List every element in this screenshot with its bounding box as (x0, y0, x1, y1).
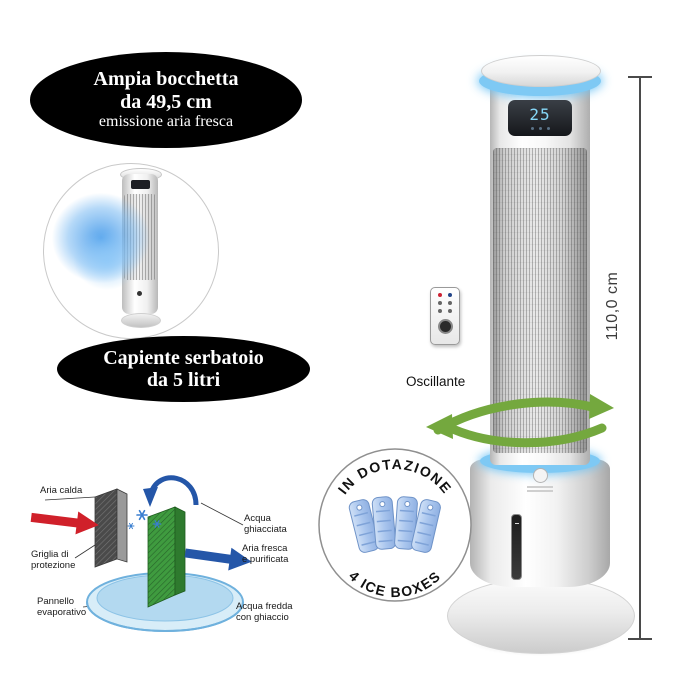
oscillation-arrow-right (433, 397, 601, 435)
snowflake-icon (127, 522, 135, 530)
ice-boxes-badge: IN DOTAZIONE 4 ICE BOXES (318, 448, 472, 602)
label-aria-fresca: Aria fresca e purificata (242, 543, 288, 566)
oscillation-arrows (426, 394, 614, 448)
snowflake-icon (136, 509, 148, 521)
label-aria-calda-text: Aria calda (40, 485, 83, 496)
ice-pack-icon (411, 499, 441, 553)
oscillation-arrowhead-right (589, 394, 614, 419)
mini-fan-display (131, 180, 150, 189)
hot-air-arrow (30, 511, 99, 535)
evaporative-panel-side (174, 506, 186, 596)
remote-buttons-row (438, 301, 452, 305)
protection-grille-side (116, 488, 128, 563)
tank-label-lines (527, 486, 553, 494)
basin-front-rim (86, 601, 244, 632)
label-aria-fresca-line1: Aria fresca (242, 543, 288, 554)
snowflake-icon (152, 520, 162, 528)
mini-fan-base (121, 313, 161, 328)
label-pannello-line1: Pannello (37, 596, 74, 607)
badge-nozzle-line1: Ampia bocchetta (93, 68, 239, 91)
ice-packs (348, 496, 441, 553)
label-acqua-ghiacciata-line1: Acqua (244, 513, 271, 524)
iced-water-arch-arrow (148, 475, 199, 506)
display-indicator-dots (530, 126, 550, 130)
label-acqua-fredda: Acqua fredda con ghiaccio (236, 601, 293, 624)
remote-buttons-row (438, 293, 452, 297)
oscillation-label: Oscillante (406, 374, 466, 389)
mini-fan-knob (137, 291, 142, 296)
label-pannello: Pannello evaporativo (37, 596, 86, 619)
badge-tank-line2: da 5 litri (146, 369, 221, 391)
label-pannello-line2: evaporativo (37, 607, 87, 619)
connector-aria-calda (44, 496, 96, 501)
badge-circle (318, 448, 472, 602)
badge-tank-line1: Capiente serbatoio (103, 346, 264, 369)
mini-fan-grille (124, 194, 156, 280)
water-level-window (511, 514, 522, 580)
fan-display: 25 (508, 100, 572, 136)
evaporative-diagram: Aria calda Griglia di protezione Pannell… (25, 455, 335, 670)
display-temperature: 25 (529, 104, 551, 124)
feature-badge-nozzle: Ampia bocchetta da 49,5 cm emissione ari… (30, 52, 302, 148)
ice-pack-icon (371, 496, 397, 550)
label-acqua-ghiacciata-line2: ghiacciata (244, 524, 287, 536)
remote-buttons-row (438, 309, 452, 313)
label-acqua-fredda-line2: con ghiaccio (236, 612, 289, 624)
oscillation-arrowhead-left (426, 414, 453, 439)
brand-logo-icon (533, 468, 548, 483)
label-griglia-line1: Griglia di (31, 549, 69, 560)
iced-water-arrowhead (143, 487, 158, 507)
label-acqua-ghiacciata: Acqua ghiacciata (244, 513, 287, 536)
badge-nozzle-line3: emissione aria fresca (98, 113, 234, 131)
evaporative-diagram-graphic (30, 475, 252, 632)
height-dimension-label: 110,0 cm (604, 271, 621, 341)
fresh-air-arrow (184, 547, 252, 571)
label-acqua-fredda-line1: Acqua fredda (236, 601, 293, 612)
fan-base (447, 578, 635, 654)
protection-grille-front (94, 488, 118, 568)
oscillation-arrow-left (441, 421, 607, 448)
evaporative-panel-front (147, 506, 176, 608)
remote-control (430, 287, 460, 345)
dimension-tick-bottom (628, 638, 652, 640)
label-aria-calda: Aria calda (40, 485, 82, 496)
badge-nozzle-line2: da 49,5 cm (120, 90, 212, 113)
airflow-inset (43, 163, 219, 339)
remote-power-button-icon (437, 319, 453, 334)
label-griglia-line2: protezione (31, 560, 76, 572)
feature-badge-tank: Capiente serbatoio da 5 litri (57, 336, 310, 402)
label-griglia: Griglia di protezione (31, 549, 75, 572)
label-aria-fresca-line2: e purificata (242, 554, 289, 566)
cap-lid (481, 55, 601, 87)
connector-griglia (74, 544, 96, 559)
dimension-line (639, 77, 641, 639)
connector-acqua-ghiacciata (200, 502, 244, 526)
